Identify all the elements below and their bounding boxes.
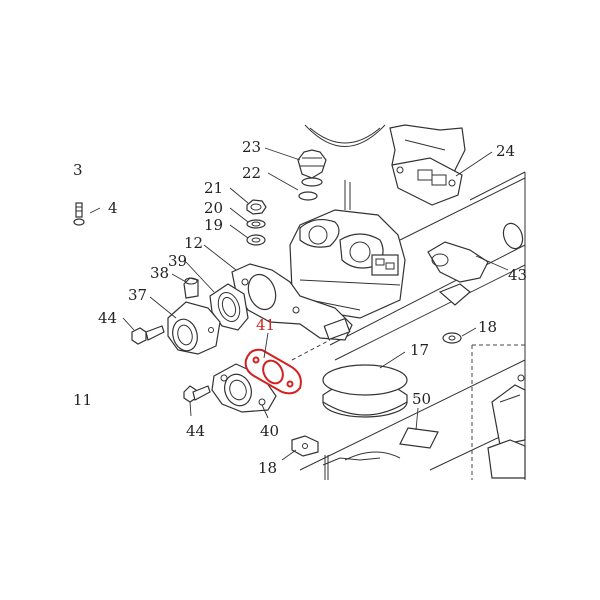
callout-labels: 3 4 11 12 17 18 18 19 20 21 22 23 24 37 … [73, 138, 527, 477]
part-12-elbow [231, 263, 353, 341]
label-20: 20 [204, 199, 223, 217]
lower-housing [322, 451, 401, 480]
label-18-bottom: 18 [258, 459, 277, 477]
label-23: 23 [242, 138, 261, 156]
part-44-bolt-lower [183, 385, 211, 403]
part-18-washer-right [442, 332, 462, 344]
label-39: 39 [168, 252, 187, 270]
leader-lines [89, 147, 509, 461]
label-38: 38 [150, 264, 169, 282]
part-44-bolt-upper [131, 325, 165, 345]
label-22: 22 [242, 164, 261, 182]
label-24: 24 [496, 142, 515, 160]
part-17-disc [322, 364, 408, 418]
part-43-oring-bracket [427, 222, 524, 306]
label-43: 43 [508, 266, 527, 284]
part-4-bolt [73, 202, 85, 226]
label-44-upper: 44 [98, 309, 117, 327]
label-17: 17 [410, 341, 429, 359]
label-21: 21 [204, 179, 223, 197]
part-38-plug [183, 277, 199, 299]
label-44-lower: 44 [186, 422, 205, 440]
part-21-nut [246, 199, 267, 215]
part-20-washer [246, 219, 266, 229]
label-40: 40 [260, 422, 279, 440]
part-22-oring [298, 191, 318, 201]
label-18-right: 18 [478, 318, 497, 336]
pump-housing [289, 180, 406, 319]
right-side-parts [487, 374, 526, 479]
label-12: 12 [184, 234, 203, 252]
label-41-highlighted: 41 [256, 316, 275, 334]
label-37: 37 [128, 286, 147, 304]
part-41-gasket-highlighted [244, 348, 302, 395]
part-19-washer [246, 234, 266, 246]
part-37-fitting [167, 301, 221, 355]
label-50: 50 [412, 390, 431, 408]
label-19: 19 [204, 216, 223, 234]
label-11: 11 [73, 391, 92, 409]
part-24-cover [389, 124, 466, 206]
part-50-plate [399, 427, 439, 449]
part-23-gear [297, 149, 327, 187]
label-4: 4 [108, 199, 118, 217]
assembly-center-line [291, 339, 331, 361]
part-18-block-bottom [291, 435, 319, 457]
label-3: 3 [73, 161, 83, 179]
